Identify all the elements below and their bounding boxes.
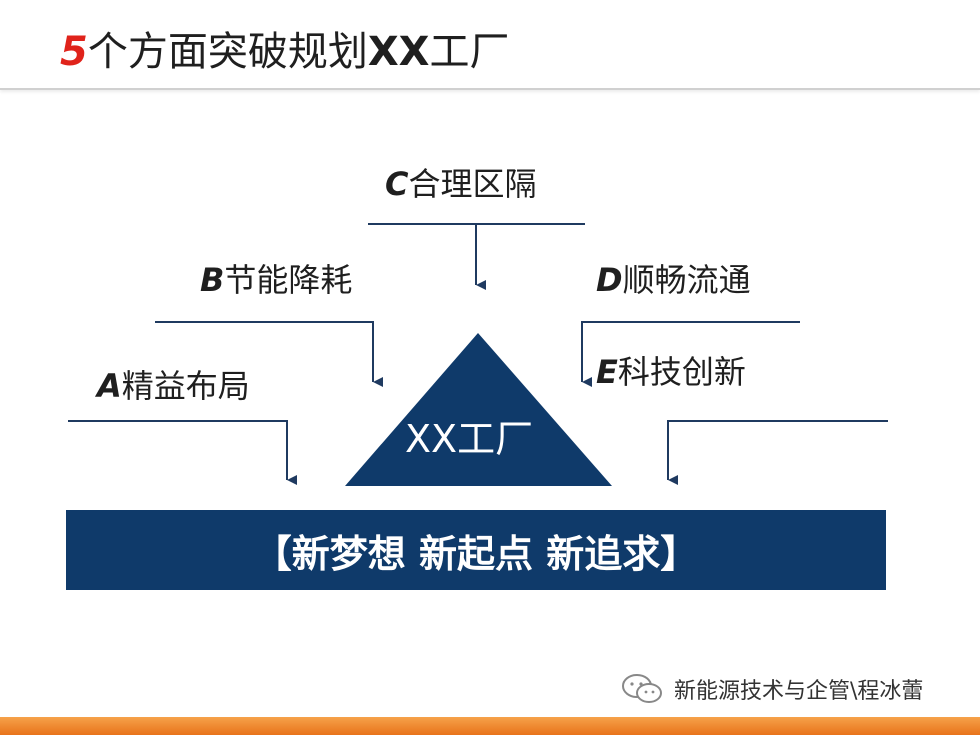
label-c: C合理区隔 [385, 164, 537, 204]
connector-a [68, 420, 297, 485]
label-b: B节能降耗 [200, 260, 352, 300]
label-c-text: 合理区隔 [408, 165, 537, 203]
title-text: 个方面突破规划 [87, 29, 368, 75]
factory-triangle [345, 333, 612, 486]
watermark-text: 新能源技术与企管\程冰蕾 [674, 679, 924, 704]
footer-bar [0, 717, 980, 735]
wechat-icon [622, 674, 662, 703]
title-number: 5 [60, 29, 88, 75]
label-d: D顺畅流通 [596, 260, 751, 300]
label-d-text: 顺畅流通 [622, 261, 751, 299]
title-end: 工厂 [429, 29, 510, 75]
label-a: A精益布局 [97, 366, 250, 406]
page-title: 5个方面突破规划XX工厂 [60, 28, 510, 76]
title-xx: XX [367, 29, 430, 75]
slogan-banner: 【新梦想 新起点 新追求】 [66, 510, 886, 590]
connector-d [581, 321, 800, 387]
label-c-letter: C [385, 165, 409, 203]
watermark: 新能源技术与企管\程冰蕾 [620, 672, 923, 706]
label-a-text: 精益布局 [121, 367, 250, 405]
connector-b [155, 321, 383, 387]
slogan-text: 【新梦想 新起点 新追求】 [253, 531, 699, 576]
label-b-text: 节能降耗 [224, 261, 353, 299]
label-d-letter: D [596, 261, 623, 299]
label-a-letter: A [97, 367, 122, 405]
connector-e [667, 420, 888, 485]
label-e: E科技创新 [596, 352, 746, 392]
label-b-letter: B [200, 261, 225, 299]
label-e-text: 科技创新 [617, 353, 746, 391]
triangle-label: XX工厂 [405, 417, 534, 461]
header-bar: 5个方面突破规划XX工厂 [0, 0, 980, 90]
label-e-letter: E [596, 353, 618, 391]
